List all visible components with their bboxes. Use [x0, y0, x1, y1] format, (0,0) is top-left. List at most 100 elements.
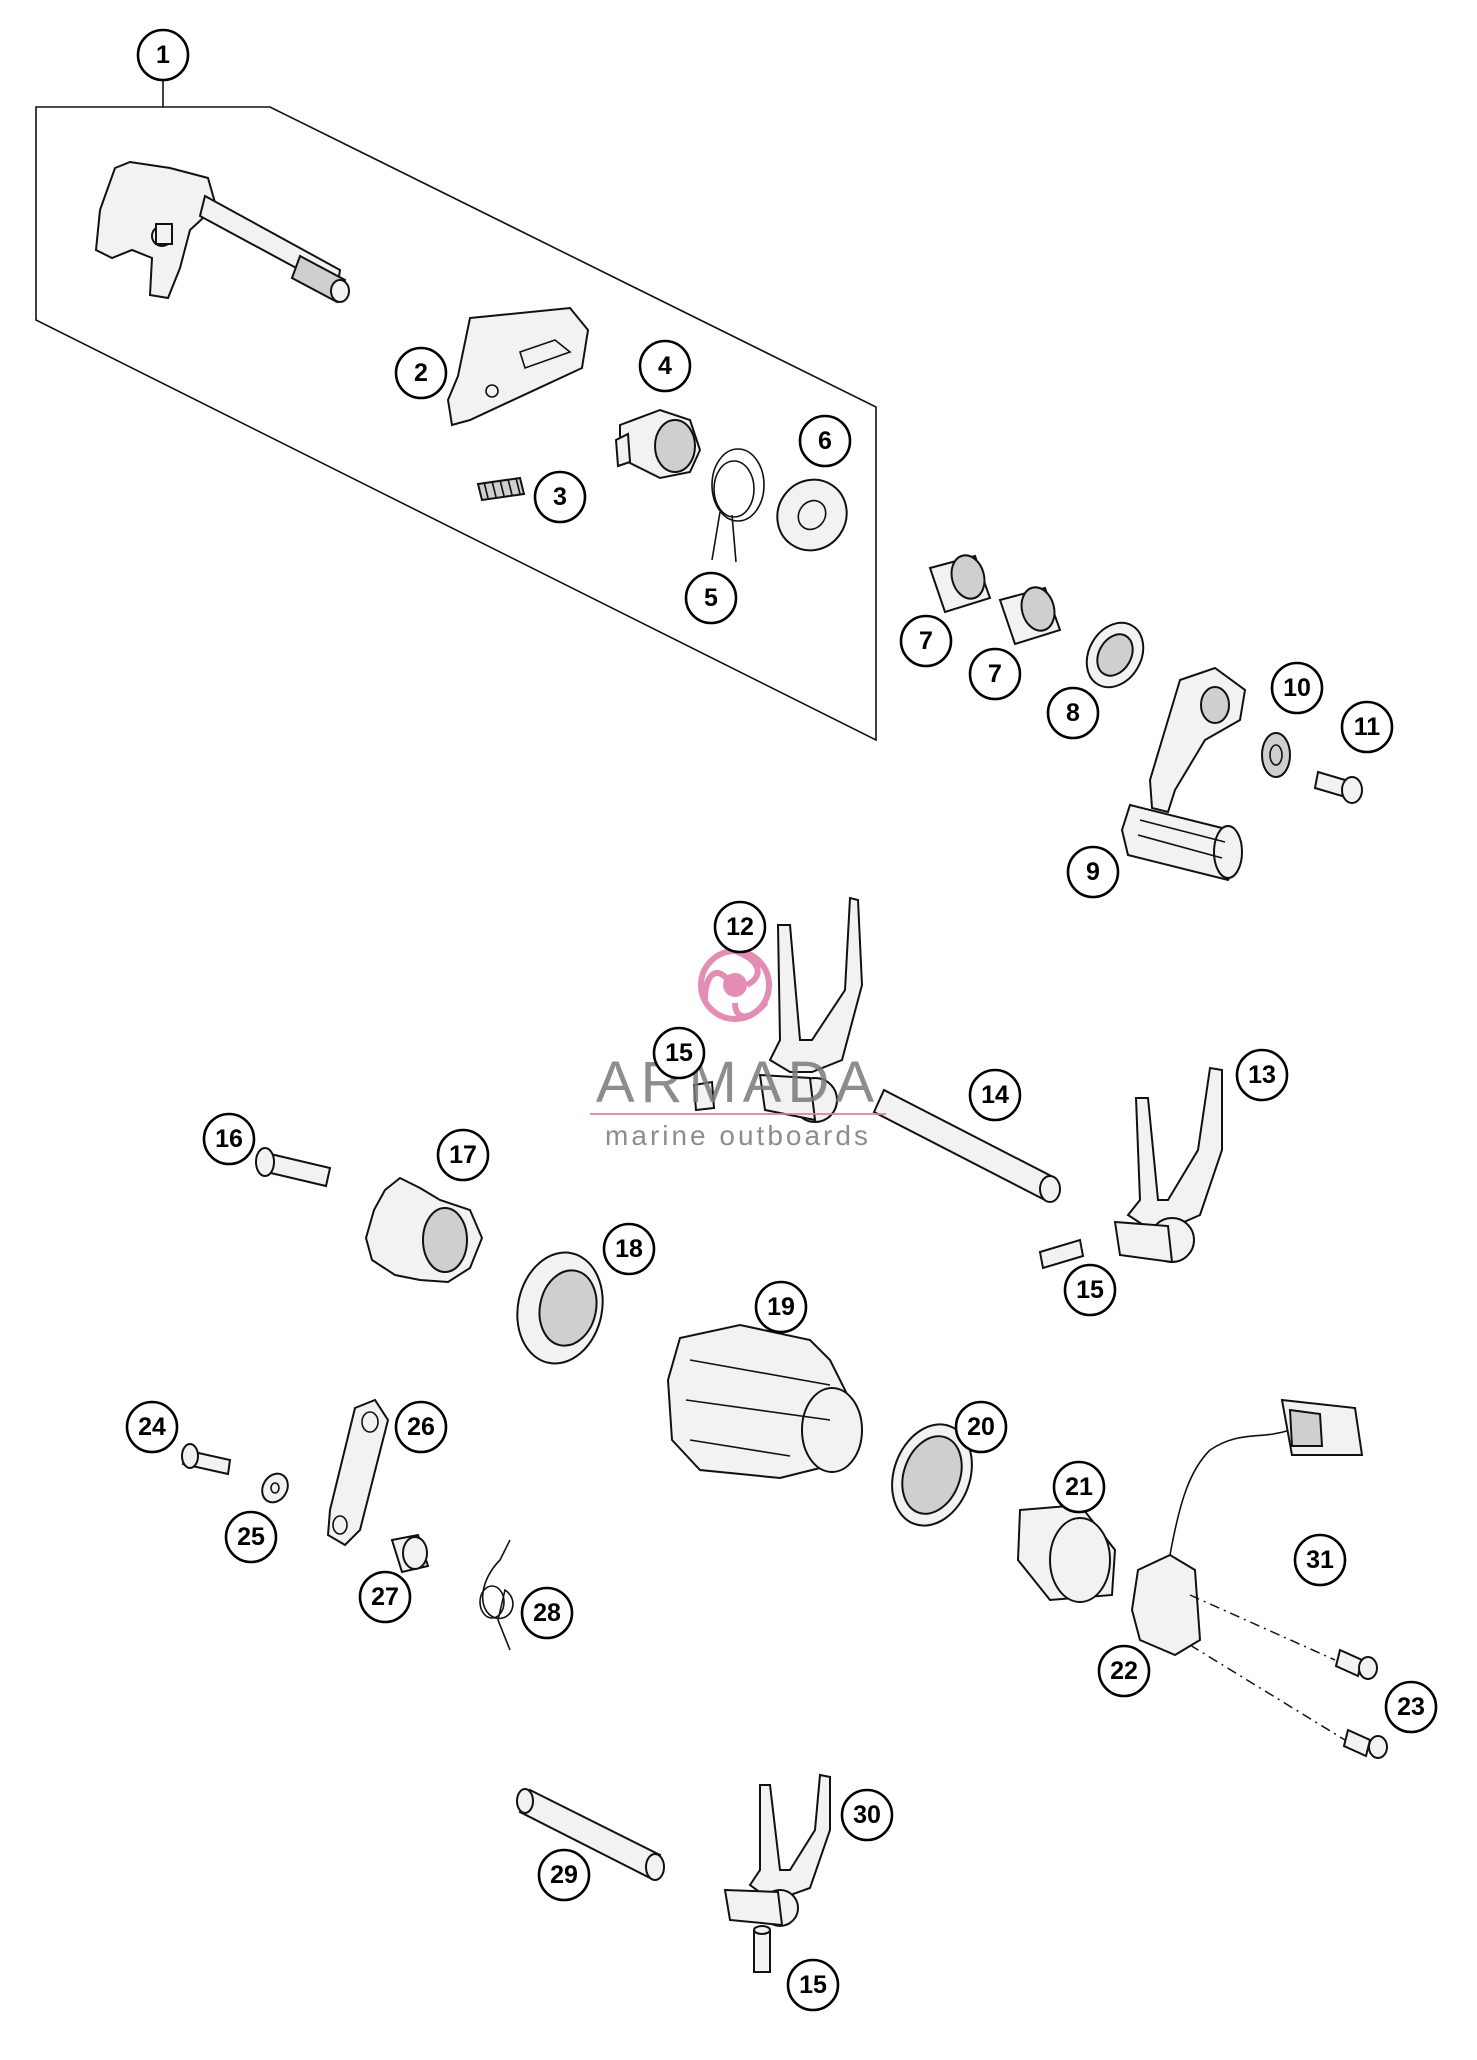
callout-c30: 30	[840, 1788, 894, 1842]
callout-c9: 9	[1066, 845, 1120, 899]
callout-number: 14	[981, 1081, 1009, 1109]
callout-c29: 29	[537, 1848, 591, 1902]
part-gear-washer	[1261, 732, 1291, 778]
callout-c28: 28	[520, 1586, 574, 1640]
callout-number: 13	[1248, 1061, 1276, 1089]
part-spring-28	[479, 1539, 514, 1651]
watermark-tagline: marine outboards	[605, 1120, 871, 1151]
part-pin-c	[753, 1925, 771, 1973]
callout-number: 6	[818, 427, 832, 455]
callout-number: 2	[414, 359, 428, 387]
callout-c16: 16	[202, 1112, 256, 1166]
part-torsion-spring	[711, 448, 765, 563]
callout-c20: 20	[954, 1400, 1008, 1454]
part-bushing-b	[998, 586, 1062, 646]
callout-c31: 31	[1293, 1533, 1347, 1587]
callout-c13: 13	[1235, 1048, 1289, 1102]
callout-c5: 5	[684, 571, 738, 625]
callout-number: 5	[704, 584, 718, 612]
callout-number: 9	[1086, 858, 1100, 886]
part-washer-25	[261, 1472, 289, 1504]
callout-number: 31	[1306, 1546, 1334, 1574]
callout-number: 28	[533, 1599, 561, 1627]
callout-number: 27	[371, 1583, 399, 1611]
callout-c2: 2	[394, 346, 448, 400]
callout-c21: 21	[1052, 1460, 1106, 1514]
callout-c23: 23	[1384, 1680, 1438, 1734]
sensor-mount-lines	[1189, 1594, 1346, 1741]
callout-number: 25	[237, 1523, 265, 1551]
callout-number: 18	[615, 1235, 643, 1263]
part-rod-29	[516, 1788, 665, 1881]
callout-number: 4	[658, 352, 672, 380]
part-bushing	[614, 408, 702, 480]
part-shift-fork-13	[1113, 1066, 1223, 1264]
watermark-brand: ARMADA	[596, 1050, 880, 1115]
part-screws	[1334, 1648, 1388, 1759]
watermark: ARMADA marine outboards	[590, 948, 886, 1151]
part-sensor-cap	[1016, 1503, 1117, 1603]
watermark-logo-icon	[698, 948, 772, 1022]
callout-number: 23	[1397, 1693, 1425, 1721]
callout-number: 12	[726, 913, 754, 941]
callout-c15a: 15	[652, 1026, 706, 1080]
callout-number: 7	[919, 627, 933, 655]
callout-number: 15	[1076, 1276, 1104, 1304]
part-shift-fork-30	[723, 1773, 831, 1927]
part-ring-20	[891, 1423, 973, 1527]
callout-c26: 26	[394, 1400, 448, 1454]
part-seal-ring	[1085, 621, 1145, 689]
callout-c7b: 7	[968, 647, 1022, 701]
part-shift-shaft	[94, 160, 350, 304]
callout-number: 26	[407, 1413, 435, 1441]
callout-number: 7	[988, 660, 1002, 688]
callout-number: 3	[553, 483, 567, 511]
callout-number: 17	[449, 1141, 477, 1169]
assembly-frame	[35, 74, 877, 742]
callout-c27: 27	[358, 1570, 412, 1624]
part-bearing-18	[516, 1251, 604, 1365]
callout-number: 11	[1354, 713, 1381, 741]
callout-number: 1	[156, 41, 170, 69]
part-gear-sensor	[1130, 1398, 1364, 1657]
callout-number: 15	[665, 1039, 693, 1067]
callout-number: 15	[799, 1971, 827, 1999]
part-bolt-24	[181, 1443, 232, 1476]
callout-c8: 8	[1046, 686, 1100, 740]
part-lever-arm	[326, 1398, 390, 1547]
callout-c10: 10	[1270, 661, 1324, 715]
part-spring	[476, 476, 526, 502]
callout-c15b: 15	[1063, 1263, 1117, 1317]
part-shift-cam	[364, 1176, 484, 1284]
part-shift-drum	[666, 1323, 863, 1480]
callout-c25: 25	[224, 1510, 278, 1564]
callout-c4: 4	[638, 339, 692, 393]
callout-number: 29	[550, 1861, 578, 1889]
callout-number: 21	[1065, 1473, 1093, 1501]
callout-number: 30	[853, 1801, 881, 1829]
callout-c14: 14	[968, 1068, 1022, 1122]
part-plate	[446, 306, 590, 427]
part-rod-14	[872, 1088, 1061, 1203]
callout-number: 16	[215, 1125, 243, 1153]
callout-number: 10	[1283, 674, 1311, 702]
callout-c17: 17	[436, 1128, 490, 1182]
callout-c7a: 7	[899, 614, 953, 668]
callout-c18: 18	[602, 1222, 656, 1276]
callout-number: 22	[1110, 1657, 1138, 1685]
callout-number: 8	[1066, 699, 1080, 727]
callout-c24: 24	[125, 1400, 179, 1454]
callout-c19: 19	[754, 1280, 808, 1334]
part-shift-fork-12	[758, 896, 864, 1123]
part-bolt-16	[255, 1147, 332, 1188]
callout-c3: 3	[533, 470, 587, 524]
callout-c11: 11	[1340, 700, 1394, 754]
callout-c15c: 15	[786, 1958, 840, 2012]
callout-c6: 6	[798, 414, 852, 468]
callout-number: 19	[767, 1293, 795, 1321]
part-shift-lever	[1120, 666, 1247, 882]
part-bolt-small	[1313, 770, 1363, 804]
callout-c22: 22	[1097, 1644, 1151, 1698]
part-pin-a	[692, 1080, 716, 1112]
